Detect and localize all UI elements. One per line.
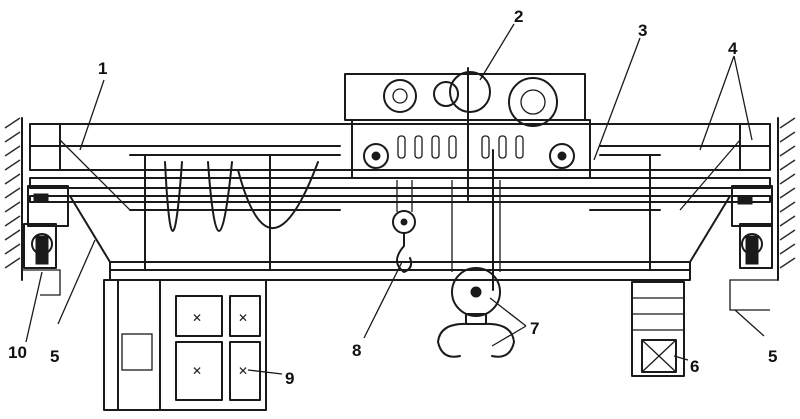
left-end-truck <box>23 185 69 269</box>
svg-text:✕: ✕ <box>192 311 202 325</box>
main-hook <box>437 180 515 358</box>
access-ladder <box>631 281 685 377</box>
right-building-wall <box>729 117 796 311</box>
callout-numbers: 1 2 3 4 5 5 6 7 8 9 10 <box>8 7 777 388</box>
trolley <box>344 67 591 291</box>
callout-2: 2 <box>514 7 523 26</box>
cab-windows: ✕ ✕ ✕ ✕ <box>175 295 261 401</box>
auxiliary-hook <box>392 180 416 273</box>
bridge-girder <box>29 123 771 281</box>
svg-text:✕: ✕ <box>238 364 248 378</box>
walkway-handrail <box>59 139 741 271</box>
leader-lines <box>25 23 765 375</box>
callout-8: 8 <box>352 341 361 360</box>
svg-text:✕: ✕ <box>238 311 248 325</box>
festoon-cables <box>164 161 319 232</box>
operator-cab: ✕ ✕ ✕ ✕ <box>103 279 267 411</box>
callout-1: 1 <box>98 59 107 78</box>
callout-6: 6 <box>690 357 699 376</box>
svg-text:✕: ✕ <box>192 364 202 378</box>
right-end-truck <box>731 185 773 269</box>
callout-9: 9 <box>285 369 294 388</box>
callout-5-right: 5 <box>768 347 777 366</box>
callout-7: 7 <box>530 319 539 338</box>
callout-5-left: 5 <box>50 347 59 366</box>
callout-3: 3 <box>638 21 647 40</box>
callout-4: 4 <box>728 39 738 58</box>
left-building-wall <box>4 117 61 296</box>
callout-10: 10 <box>8 343 27 362</box>
